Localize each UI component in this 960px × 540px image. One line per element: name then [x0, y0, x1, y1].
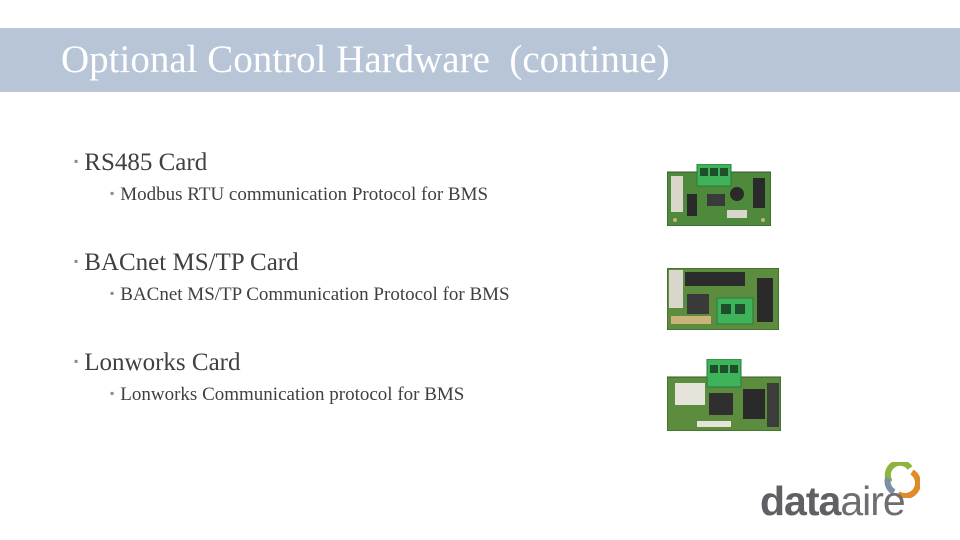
bullet-heading: BACnet MS/TP Card	[84, 249, 299, 276]
bacnet-card-photo	[667, 268, 779, 330]
sub-bullet-marker: ▪	[110, 185, 115, 200]
dataaire-swirl-icon	[884, 462, 920, 498]
bullet-marker: ▪	[74, 154, 79, 169]
rs485-card-photo	[667, 164, 771, 226]
sub-bullet-lonworks: ▪ Lonworks Communication protocol for BMS	[110, 383, 464, 408]
logo-part-data: data	[760, 478, 841, 524]
bullet-heading: RS485 Card	[84, 149, 208, 176]
bullet-marker: ▪	[74, 354, 79, 369]
sub-bullet-text: BACnet MS/TP Communication Protocol for …	[120, 284, 510, 305]
sub-bullet-text: Lonworks Communication protocol for BMS	[120, 384, 465, 405]
sub-bullet-marker: ▪	[110, 385, 115, 400]
dataaire-logo: dataaire	[760, 462, 920, 524]
logo-part-aire: aire	[840, 478, 905, 524]
sub-bullet-bacnet: ▪ BACnet MS/TP Communication Protocol for…	[110, 283, 510, 308]
sub-bullet-marker: ▪	[110, 285, 115, 300]
lonworks-card-photo	[667, 359, 781, 431]
sub-bullet-rs485: ▪ Modbus RTU communication Protocol for B…	[110, 183, 488, 208]
bullet-lonworks-card: ▪ Lonworks Card	[74, 348, 241, 379]
slide-title: Optional Control Hardware (continue)	[61, 38, 670, 81]
logo-wordmark: dataaire	[760, 478, 906, 524]
bullet-rs485-card: ▪ RS485 Card	[74, 148, 207, 179]
bullet-marker: ▪	[74, 254, 79, 269]
bullet-bacnet-card: ▪ BACnet MS/TP Card	[74, 248, 299, 279]
title-band	[0, 28, 960, 92]
sub-bullet-text: Modbus RTU communication Protocol for BM…	[120, 184, 489, 205]
bullet-heading: Lonworks Card	[84, 349, 241, 376]
